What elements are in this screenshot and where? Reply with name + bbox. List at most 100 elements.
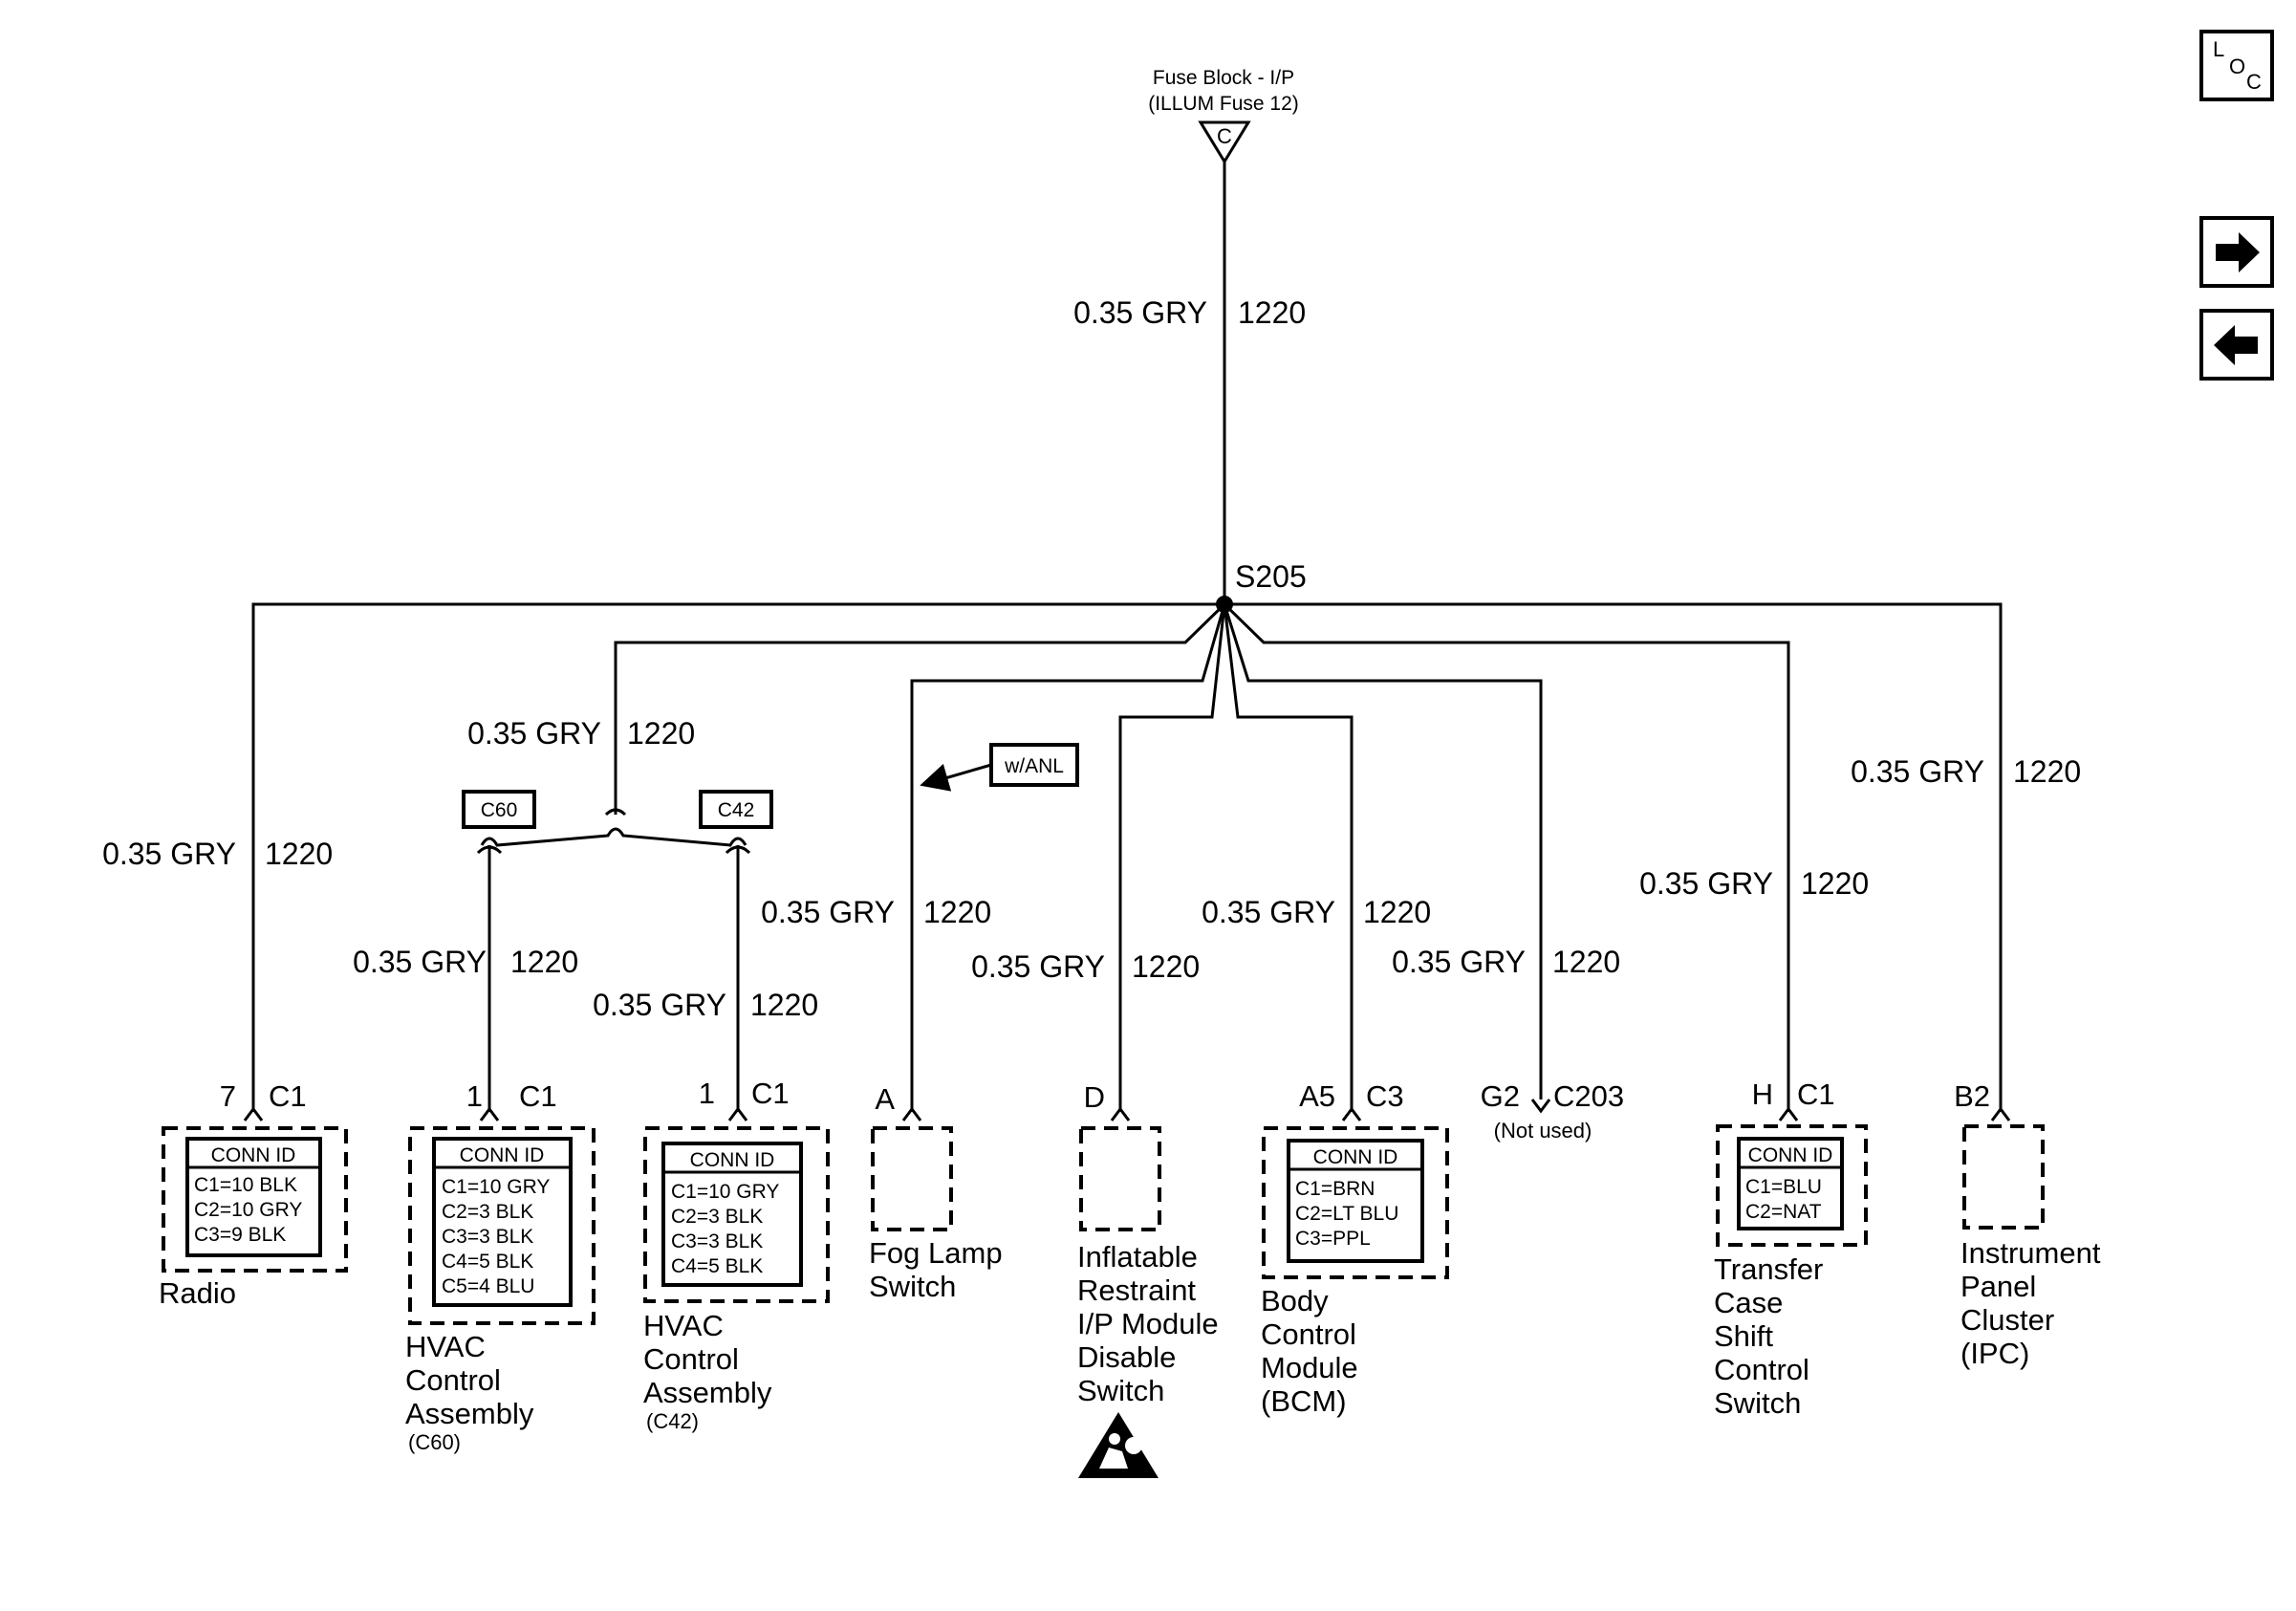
inflatable-name-1: Inflatable [1077, 1240, 1198, 1274]
loc-letter-c: C [2246, 70, 2262, 94]
fog-lamp-name-2: Switch [869, 1270, 956, 1303]
ipc-name-4: (IPC) [1960, 1337, 2029, 1370]
right-arrow-icon [2216, 232, 2260, 272]
ipc-name-3: Cluster [1960, 1303, 2054, 1337]
fog-wire-circuit: 1220 [923, 895, 991, 929]
c203-terminal [1530, 1099, 1551, 1114]
inflatable-pin: D [1084, 1080, 1105, 1114]
hvac-c60-name-2: Control [405, 1363, 501, 1397]
radio-conn: C1 [269, 1079, 307, 1113]
fog-terminal [901, 1106, 922, 1121]
bcm-terminal [1341, 1106, 1362, 1121]
hvac-c42-terminal [727, 1106, 748, 1121]
fog-lamp-outline [871, 1126, 953, 1231]
bcm-conn-id-3: C3=PPL [1295, 1228, 1371, 1250]
transfer-outline [1716, 1124, 1868, 1247]
fog-lamp-name-1: Fog Lamp [869, 1236, 1003, 1270]
bcm-conn: C3 [1366, 1079, 1404, 1113]
airbag-occupant-body [1099, 1448, 1128, 1469]
wire-bcm [1223, 603, 1354, 1112]
radio-conn-id-2: C2=10 GRY [194, 1199, 302, 1221]
hvac-c42-outline [643, 1126, 830, 1303]
airbag-warning-triangle [1078, 1412, 1159, 1478]
hvac-feed-break [604, 808, 627, 816]
transfer-name-3: Shift [1714, 1319, 1773, 1353]
transfer-pin: H [1752, 1078, 1773, 1111]
inflatable-name-5: Switch [1077, 1374, 1164, 1407]
bcm-conn-id-2: C2=LT BLU [1295, 1203, 1398, 1225]
wire-inflatable [1118, 603, 1226, 1112]
hvac-c42-conn-id-3: C3=3 BLK [671, 1230, 763, 1252]
fuse-block-source: Fuse Block - I/P (ILLUM Fuse 12) C [1148, 67, 1299, 164]
hvac-c42-sub: (C42) [646, 1409, 699, 1433]
hvac-c60-terminal [479, 1106, 500, 1121]
bcm-pin: A5 [1299, 1079, 1335, 1113]
airbag-warning-icon [1078, 1412, 1159, 1478]
c203-note: (Not used) [1494, 1119, 1592, 1143]
hvac-c60-wire-circuit: 1220 [510, 945, 578, 979]
hvac-c42-component: CONN ID C1=10 GRY C2=3 BLK C3=3 BLK C4=5… [643, 1126, 830, 1433]
radio-conn-id-3: C3=9 BLK [194, 1224, 286, 1246]
inflatable-name-3: I/P Module [1077, 1307, 1219, 1340]
c42-break [725, 845, 751, 855]
airbag-occupant-head [1109, 1433, 1120, 1445]
c203-pin: G2 [1481, 1079, 1520, 1113]
inflatable-name-4: Disable [1077, 1340, 1176, 1374]
hvac-c60-wire-gauge: 0.35 GRY [353, 945, 487, 979]
next-button[interactable] [2199, 216, 2274, 288]
fuse-terminal-label: C [1217, 124, 1232, 148]
hvac-split-bus [480, 827, 747, 847]
hvac-c60-pin: 1 [466, 1079, 483, 1113]
hvac-c60-conn: C1 [519, 1079, 557, 1113]
hvac-c42-name-2: Control [643, 1342, 739, 1376]
fuse-block-title: Fuse Block - I/P [1153, 67, 1294, 89]
transfer-conn-id-1: C1=BLU [1745, 1176, 1822, 1198]
radio-terminal [243, 1106, 264, 1121]
bcm-name-3: Module [1261, 1351, 1358, 1384]
hvac-c60-conn-id-5: C5=4 BLU [442, 1275, 534, 1297]
radio-wire-gauge: 0.35 GRY [102, 837, 236, 871]
transfer-name-4: Control [1714, 1353, 1809, 1386]
hvac-c60-name-1: HVAC [405, 1330, 486, 1363]
transfer-wire-gauge: 0.35 GRY [1639, 866, 1773, 901]
hvac-c42-name-3: Assembly [643, 1376, 772, 1409]
hvac-c60-component: CONN ID C1=10 GRY C2=3 BLK C3=3 BLK C4=5… [405, 1126, 596, 1454]
bcm-wire-circuit: 1220 [1363, 895, 1431, 929]
transfer-name-5: Switch [1714, 1386, 1801, 1420]
transfer-case-component: CONN ID C1=BLU C2=NAT Transfer Case Shif… [1714, 1124, 1868, 1420]
bcm-conn-id-1: C1=BRN [1295, 1178, 1375, 1200]
ipc-name-2: Panel [1960, 1270, 2036, 1303]
option-tag-label: w/ANL [1004, 755, 1064, 777]
transfer-conn-id-2: C2=NAT [1745, 1201, 1822, 1223]
transfer-name-1: Transfer [1714, 1252, 1823, 1286]
ipc-component: Instrument Panel Cluster (IPC) [1960, 1124, 2101, 1370]
option-arrow [920, 763, 992, 792]
c42-tag-label: C42 [718, 799, 755, 821]
hvac-c60-conn-id-1: C1=10 GRY [442, 1176, 550, 1198]
fog-lamp-component: Fog Lamp Switch [869, 1126, 1003, 1303]
c60-tag-label: C60 [481, 799, 518, 821]
radio-conn-id-title: CONN ID [211, 1144, 296, 1166]
wire-ipc [1224, 602, 2003, 1112]
loc-letter-l: L [2213, 37, 2224, 61]
prev-button[interactable] [2199, 309, 2274, 381]
hvac-c60-conn-id-title: CONN ID [460, 1144, 545, 1166]
radio-conn-id-box [185, 1137, 322, 1257]
transfer-terminal [1778, 1106, 1799, 1121]
hvac-c60-conn-id-4: C4=5 BLK [442, 1251, 533, 1273]
wire-radio [251, 602, 1224, 1112]
bcm-wire-gauge: 0.35 GRY [1202, 895, 1335, 929]
loc-button[interactable]: L O C [2199, 30, 2274, 101]
loc-button-frame[interactable] [2199, 30, 2274, 101]
inflatable-terminal [1110, 1106, 1131, 1121]
fuse-terminal-triangle [1198, 120, 1251, 164]
wire-hvac-feed [614, 602, 1226, 815]
radio-outline [162, 1126, 348, 1273]
c60-break [476, 845, 503, 855]
ipc-wire-gauge: 0.35 GRY [1851, 754, 1984, 789]
hvac-c60-name-3: Assembly [405, 1397, 534, 1430]
hvac-c42-conn-id-2: C2=3 BLK [671, 1206, 763, 1228]
radio-wire-circuit: 1220 [265, 837, 333, 871]
inflatable-wire-circuit: 1220 [1132, 949, 1200, 984]
